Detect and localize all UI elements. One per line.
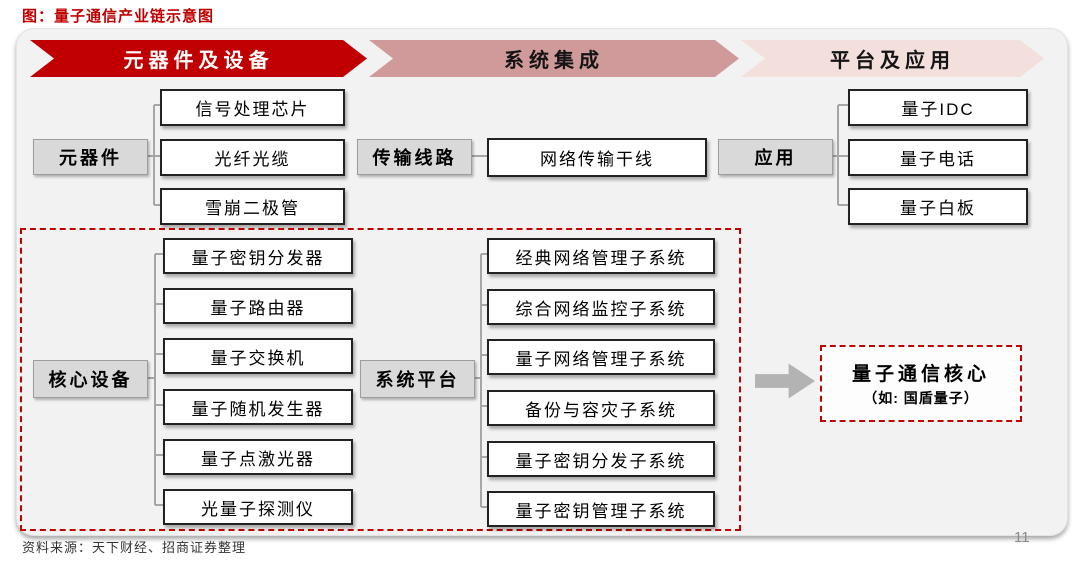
source-note: 资料来源：天下财经、招商证券整理 <box>22 540 247 555</box>
application-item-box: 量子电话 <box>848 139 1028 176</box>
system-platform-item-box: 备份与容灾子系统 <box>487 390 715 426</box>
category-label-components: 元器件 <box>33 139 148 175</box>
category-label-system-platform: 系统平台 <box>360 360 475 398</box>
transmission-item-box: 网络传输干线 <box>487 138 707 177</box>
system-platform-item-box: 综合网络监控子系统 <box>487 289 715 325</box>
core-equipment-item-box: 量子随机发生器 <box>163 389 353 425</box>
core-equipment-item-box: 量子密钥分发器 <box>163 238 353 274</box>
stage-banner-platform-application: 平台及应用 <box>741 40 1044 77</box>
page-number: 11 <box>1014 529 1030 546</box>
core-company-title: 量子通信核心 <box>851 364 990 385</box>
core-equipment-item-box: 量子路由器 <box>163 288 353 324</box>
core-company-box: 量子通信核心 （如: 国盾量子） <box>820 345 1022 422</box>
core-section-dashed-box <box>20 228 741 531</box>
category-label-application: 应用 <box>718 139 833 175</box>
stage-banner-system-integration: 系统集成 <box>369 40 739 77</box>
component-item-box: 信号处理芯片 <box>160 89 345 126</box>
application-item-box: 量子白板 <box>848 188 1028 225</box>
category-label-transmission: 传输线路 <box>357 139 472 175</box>
component-item-box: 光纤光缆 <box>160 139 345 176</box>
core-equipment-item-box: 量子交换机 <box>163 338 353 374</box>
core-equipment-item-box: 光量子探测仪 <box>163 489 353 525</box>
core-company-subtitle: （如: 国盾量子） <box>863 390 979 406</box>
application-item-box: 量子IDC <box>848 89 1028 126</box>
system-platform-item-box: 经典网络管理子系统 <box>487 238 715 274</box>
core-equipment-item-box: 量子点激光器 <box>163 439 353 475</box>
component-item-box: 雪崩二极管 <box>160 188 345 225</box>
system-platform-item-box: 量子网络管理子系统 <box>487 339 715 375</box>
figure-title: 图：量子通信产业链示意图 <box>22 8 215 25</box>
system-platform-item-box: 量子密钥管理子系统 <box>487 491 715 527</box>
system-platform-item-box: 量子密钥分发子系统 <box>487 441 715 477</box>
category-label-core-equipment: 核心设备 <box>33 360 148 398</box>
stage-banner-components-equipment: 元器件及设备 <box>30 40 367 77</box>
